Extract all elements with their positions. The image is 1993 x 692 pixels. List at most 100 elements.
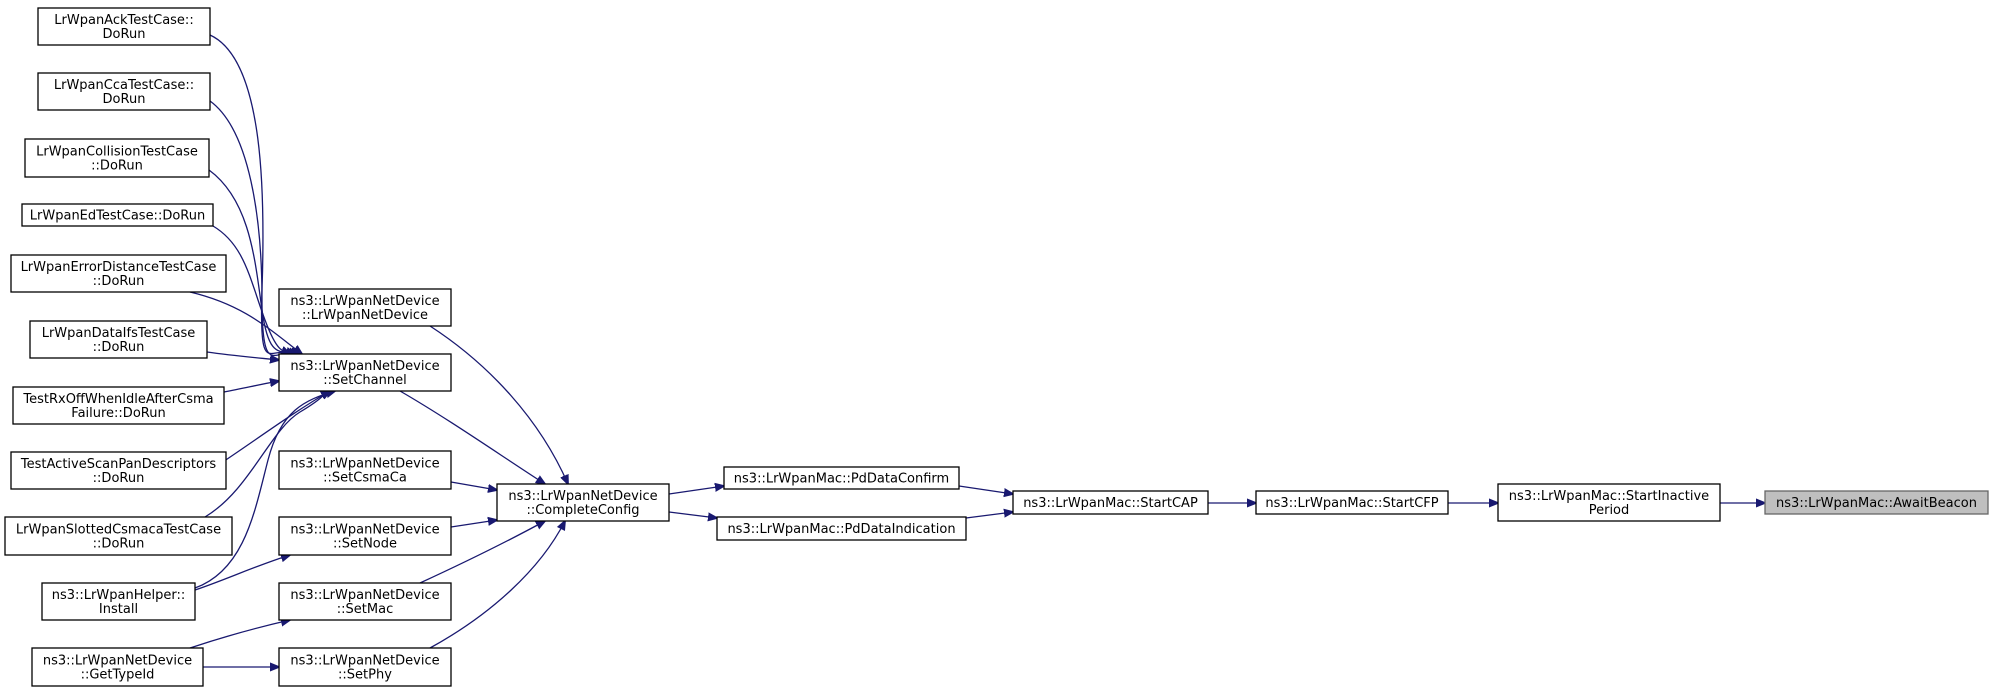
node-pddataconfirm[interactable]: ns3::LrWpanMac::PdDataConfirm bbox=[723, 466, 960, 490]
node-box[interactable] bbox=[41, 582, 196, 621]
node-label-line: ns3::LrWpanMac::StartCFP bbox=[1265, 496, 1438, 511]
node-label-line: LrWpanCcaTestCase:: bbox=[54, 78, 194, 93]
node-label-line: ns3::LrWpanNetDevice bbox=[290, 359, 439, 374]
node-label-line: LrWpanErrorDistanceTestCase bbox=[21, 260, 217, 275]
node-startcap[interactable]: ns3::LrWpanMac::StartCAP bbox=[1012, 490, 1209, 515]
node-setcsmaca[interactable]: ns3::LrWpanNetDevice::SetCsmaCa bbox=[278, 450, 452, 490]
node-label-line: LrWpanSlottedCsmacaTestCase bbox=[16, 523, 221, 538]
node-gettypeid[interactable]: ns3::LrWpanNetDevice::GetTypeId bbox=[31, 647, 204, 687]
node-label-line: ns3::LrWpanMac::AwaitBeacon bbox=[1776, 496, 1977, 511]
node-box[interactable] bbox=[10, 451, 227, 490]
node-box[interactable] bbox=[278, 582, 452, 621]
edge-dataifs-to-setchannel bbox=[206, 351, 279, 360]
node-label-line: ns3::LrWpanNetDevice bbox=[290, 588, 439, 603]
edge-errdist-to-setchannel bbox=[189, 291, 302, 354]
node-box[interactable] bbox=[29, 320, 208, 359]
node-setmac[interactable]: ns3::LrWpanNetDevice::SetMac bbox=[278, 582, 452, 621]
edge-helper_install-to-setnode bbox=[194, 555, 290, 591]
node-cca[interactable]: LrWpanCcaTestCase::DoRun bbox=[37, 72, 211, 111]
node-label-line: TestRxOffWhenIdleAfterCsma bbox=[22, 392, 213, 407]
node-setnode[interactable]: ns3::LrWpanNetDevice::SetNode bbox=[278, 516, 452, 556]
node-activescan[interactable]: TestActiveScanPanDescriptors::DoRun bbox=[10, 451, 227, 490]
edge-helper_install-to-setchannel bbox=[194, 391, 335, 589]
node-label-line: ::DoRun bbox=[91, 159, 143, 174]
node-label-line: ns3::LrWpanNetDevice bbox=[290, 457, 439, 472]
node-box[interactable] bbox=[278, 450, 452, 490]
node-label-line: ns3::LrWpanMac::PdDataConfirm bbox=[734, 472, 949, 487]
node-box bbox=[1764, 490, 1989, 515]
edge-pddataconfirm-to-startcap bbox=[958, 485, 1013, 494]
node-box[interactable] bbox=[12, 386, 225, 425]
node-label-line: ::DoRun bbox=[93, 340, 145, 355]
node-label-line: ::DoRun bbox=[93, 274, 145, 289]
edge-setmac-to-completeconfig bbox=[419, 521, 545, 584]
node-completeconfig[interactable]: ns3::LrWpanNetDevice::CompleteConfig bbox=[496, 483, 670, 522]
node-setphy[interactable]: ns3::LrWpanNetDevice::SetPhy bbox=[278, 647, 452, 687]
node-label-line: ::SetNode bbox=[333, 537, 397, 552]
node-box[interactable] bbox=[24, 138, 210, 178]
node-startcfp[interactable]: ns3::LrWpanMac::StartCFP bbox=[1255, 490, 1449, 515]
edge-collision-to-setchannel bbox=[208, 169, 298, 354]
node-helper_install[interactable]: ns3::LrWpanHelper::Install bbox=[41, 582, 196, 621]
node-label-line: ns3::LrWpanMac::StartCAP bbox=[1023, 496, 1198, 511]
edge-completeconfig-to-pddataconfirm bbox=[668, 486, 724, 495]
node-box[interactable] bbox=[1497, 483, 1721, 522]
nodes: LrWpanAckTestCase::DoRunLrWpanCcaTestCas… bbox=[4, 7, 1989, 687]
node-ack[interactable]: LrWpanAckTestCase::DoRun bbox=[37, 7, 211, 46]
edge-setphy-to-completeconfig bbox=[429, 521, 565, 649]
node-label-line: ::GetTypeId bbox=[81, 668, 155, 683]
node-collision[interactable]: LrWpanCollisionTestCase::DoRun bbox=[24, 138, 210, 178]
node-label-line: Period bbox=[1589, 503, 1630, 518]
node-box[interactable] bbox=[31, 647, 204, 687]
node-slotted[interactable]: LrWpanSlottedCsmacaTestCase::DoRun bbox=[4, 516, 233, 556]
node-box[interactable] bbox=[37, 72, 211, 111]
node-label-line: ns3::LrWpanNetDevice bbox=[290, 654, 439, 669]
node-box[interactable] bbox=[278, 353, 452, 392]
node-label-line: LrWpanAckTestCase:: bbox=[54, 13, 193, 28]
node-label-line: ns3::LrWpanMac::StartInactive bbox=[1509, 489, 1709, 504]
node-box[interactable] bbox=[716, 516, 967, 541]
edge-completeconfig-to-pddataindication bbox=[668, 511, 717, 518]
edges bbox=[179, 34, 1765, 667]
node-label-line: DoRun bbox=[103, 27, 146, 42]
node-box[interactable] bbox=[278, 516, 452, 556]
node-label-line: DoRun bbox=[103, 92, 146, 107]
node-ctor[interactable]: ns3::LrWpanNetDevice::LrWpanNetDevice bbox=[278, 288, 452, 327]
node-box[interactable] bbox=[496, 483, 670, 522]
node-label-line: ::DoRun bbox=[93, 471, 145, 486]
node-box[interactable] bbox=[278, 647, 452, 687]
node-box[interactable] bbox=[1012, 490, 1209, 515]
node-label-line: TestActiveScanPanDescriptors bbox=[20, 457, 216, 472]
node-box[interactable] bbox=[21, 203, 214, 227]
node-label-line: ::DoRun bbox=[93, 537, 145, 552]
node-box[interactable] bbox=[723, 466, 960, 490]
node-dataifs[interactable]: LrWpanDataIfsTestCase::DoRun bbox=[29, 320, 208, 359]
node-box[interactable] bbox=[278, 288, 452, 327]
node-box[interactable] bbox=[10, 254, 227, 293]
edge-gettypeid-to-setmac bbox=[189, 620, 290, 649]
node-label-line: LrWpanDataIfsTestCase bbox=[42, 326, 196, 341]
node-label-line: ns3::LrWpanNetDevice bbox=[290, 523, 439, 538]
node-setchannel[interactable]: ns3::LrWpanNetDevice::SetChannel bbox=[278, 353, 452, 392]
edge-ed-to-setchannel bbox=[212, 225, 300, 354]
node-label-line: ns3::LrWpanMac::PdDataIndication bbox=[727, 522, 955, 537]
node-label-line: ns3::LrWpanHelper:: bbox=[52, 588, 185, 603]
node-errdist[interactable]: LrWpanErrorDistanceTestCase::DoRun bbox=[10, 254, 227, 293]
edge-setnode-to-completeconfig bbox=[450, 520, 497, 528]
node-box[interactable] bbox=[1255, 490, 1449, 515]
node-label-line: ::CompleteConfig bbox=[526, 503, 639, 518]
edge-pddataindication-to-startcap bbox=[965, 512, 1013, 519]
node-label-line: ::SetCsmaCa bbox=[323, 471, 407, 486]
node-pddataindication[interactable]: ns3::LrWpanMac::PdDataIndication bbox=[716, 516, 967, 541]
node-ed[interactable]: LrWpanEdTestCase::DoRun bbox=[21, 203, 214, 227]
edge-setcsmaca-to-completeconfig bbox=[450, 481, 497, 490]
node-box[interactable] bbox=[4, 516, 233, 556]
edge-setchannel-to-completeconfig bbox=[399, 390, 545, 484]
node-label-line: LrWpanEdTestCase::DoRun bbox=[30, 209, 205, 224]
node-box[interactable] bbox=[37, 7, 211, 46]
node-awaitbeacon: ns3::LrWpanMac::AwaitBeacon bbox=[1764, 490, 1989, 515]
node-label-line: ::SetChannel bbox=[323, 373, 406, 388]
